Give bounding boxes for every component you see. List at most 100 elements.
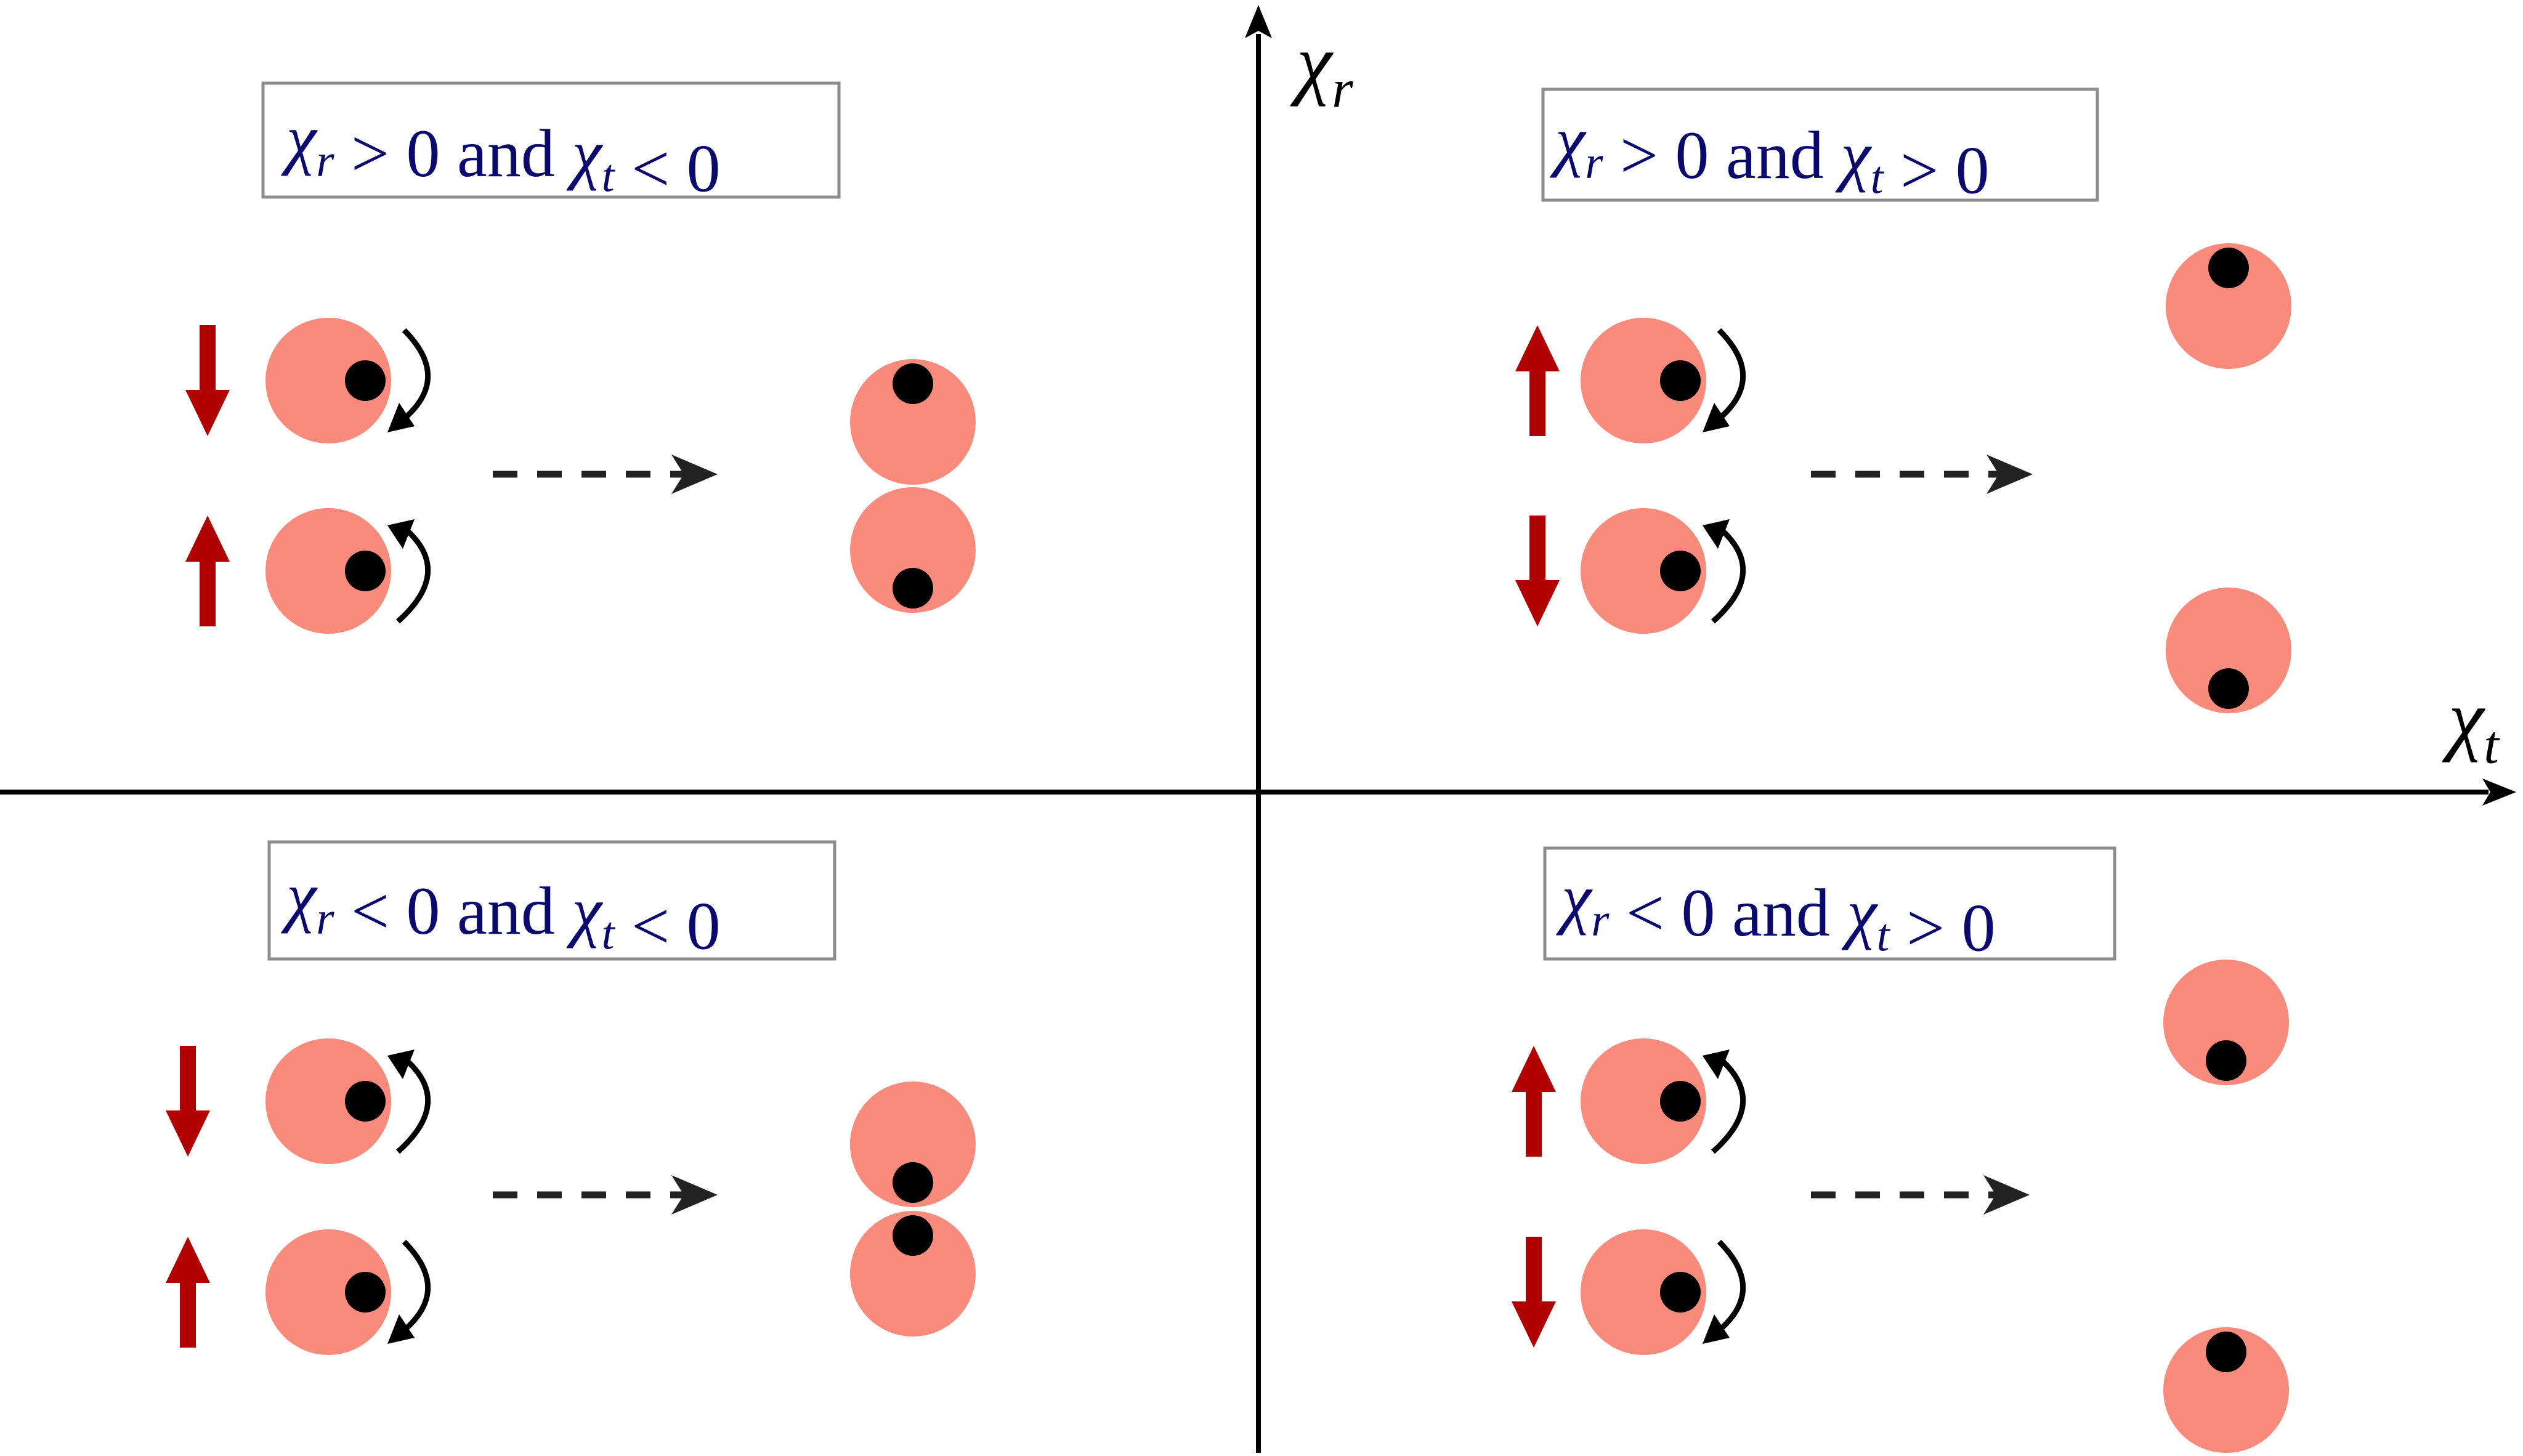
vertical-axis-arrowhead [1245,5,1272,38]
spin-down-arrow [1512,1237,1556,1348]
rotation-head [387,519,415,549]
particle [1581,508,1706,634]
rotation-head [1703,403,1730,432]
spin-up-arrow [1512,1046,1556,1157]
transition-arrowhead [671,455,718,494]
horizontal-axis-label: χt [2442,674,2500,775]
result-particle [2163,1327,2289,1453]
particle [1581,318,1706,443]
rotation-curve [1711,1056,1746,1154]
spin-up-arrow [185,516,230,626]
vertical-axis-label: χr [1290,18,1353,119]
horizontal-axis-arrowhead [2482,779,2516,806]
label-text: < 0 and [334,873,572,948]
subscript: t [2484,715,2500,775]
rotation-ccw-arrow [1703,1050,1746,1154]
result-particle [850,1211,976,1337]
label-text: > 0 [1890,890,1996,965]
rotation-head [1703,519,1730,549]
result-particle [2166,588,2291,713]
particle [265,508,391,634]
condition-label: χr > 0 and χt > 0 [1550,103,1990,208]
rotation-ccw-arrow [387,519,431,624]
subscript: r [1585,137,1603,188]
chi-symbol: χ [1550,103,1587,178]
result-particle-dot [2206,1040,2246,1081]
condition-box [1541,87,2099,202]
rotation-curve [1711,525,1746,624]
spin-down-arrow [185,325,230,436]
subscript: r [316,893,334,944]
rotation-cw-arrow [387,328,431,432]
particle-dot [1660,551,1701,591]
transition-arrowhead [1986,455,2033,494]
particle-dot [345,360,386,401]
chi-symbol: χ [281,859,318,934]
spin-down-arrow [166,1046,210,1157]
quadrant-bottom-left: χr < 0 and χt < 0 [166,840,976,1355]
label-text: > 0 and [334,116,572,191]
condition-box [1543,846,2116,961]
condition-label: χr < 0 and χt < 0 [281,859,721,963]
chi-symbol: χ [1835,118,1872,193]
subscript: r [316,135,334,187]
rotation-curve [396,1239,431,1338]
spin-down-arrow [1515,516,1560,626]
rotation-curve [1711,328,1746,426]
particle-dot [345,551,386,591]
particle [1581,1038,1706,1164]
rotation-ccw-arrow [1703,519,1746,624]
rotation-ccw-arrow [387,1050,431,1154]
quadrant-top-left: χr > 0 and χt < 0 [185,81,976,634]
particle-dot [1660,1081,1701,1122]
result-particle [850,487,976,613]
result-particle [2163,960,2289,1085]
chi-symbol: χ [566,116,603,191]
result-particle [850,1082,976,1207]
particle-dot [345,1272,386,1312]
transition-arrowhead [671,1175,718,1215]
label-text: < 0 [615,888,721,963]
rotation-curve [1711,1239,1746,1338]
label-text: > 0 [1884,132,1990,208]
rotation-cw-arrow [1703,1239,1746,1344]
rotation-curve [396,525,431,624]
subscript: r [1332,59,1353,119]
result-particle-dot [2206,1332,2246,1372]
particle [265,1229,391,1355]
label-text: < 0 and [1610,875,1847,950]
result-particle-dot [893,568,933,609]
chi-symbol: χ [566,873,603,948]
subscript: t [602,908,616,959]
condition-box [267,840,836,961]
condition-box [261,81,841,199]
label-text: < 0 [615,131,721,206]
transition-arrow [493,1175,718,1215]
result-particle-dot [2208,668,2249,709]
spin-up-arrow [1515,325,1560,436]
condition-label: χr > 0 and χt < 0 [281,101,721,206]
chi-symbol: χ [1841,875,1878,950]
quadrant-bottom-right: χr < 0 and χt > 0 [1512,846,2289,1453]
subscript: t [1877,910,1891,961]
particle [265,1038,391,1164]
transition-arrow [1811,1175,2030,1215]
result-particle-dot [893,363,933,404]
condition-label: χr < 0 and χt > 0 [1556,860,1996,965]
result-particle [2166,243,2291,369]
chi-symbol: χ [281,101,318,176]
subscript: t [1871,152,1885,203]
result-particle-dot [893,1215,933,1256]
particle-dot [1660,360,1701,401]
rotation-head [387,1314,415,1344]
result-particle [850,359,976,485]
subscript: t [602,150,616,201]
rotation-cw-arrow [387,1239,431,1344]
particle-dot [1660,1272,1701,1312]
chi-symbol: χ [2442,674,2485,763]
rotation-cw-arrow [1703,328,1746,432]
result-particle-dot [2208,248,2249,288]
